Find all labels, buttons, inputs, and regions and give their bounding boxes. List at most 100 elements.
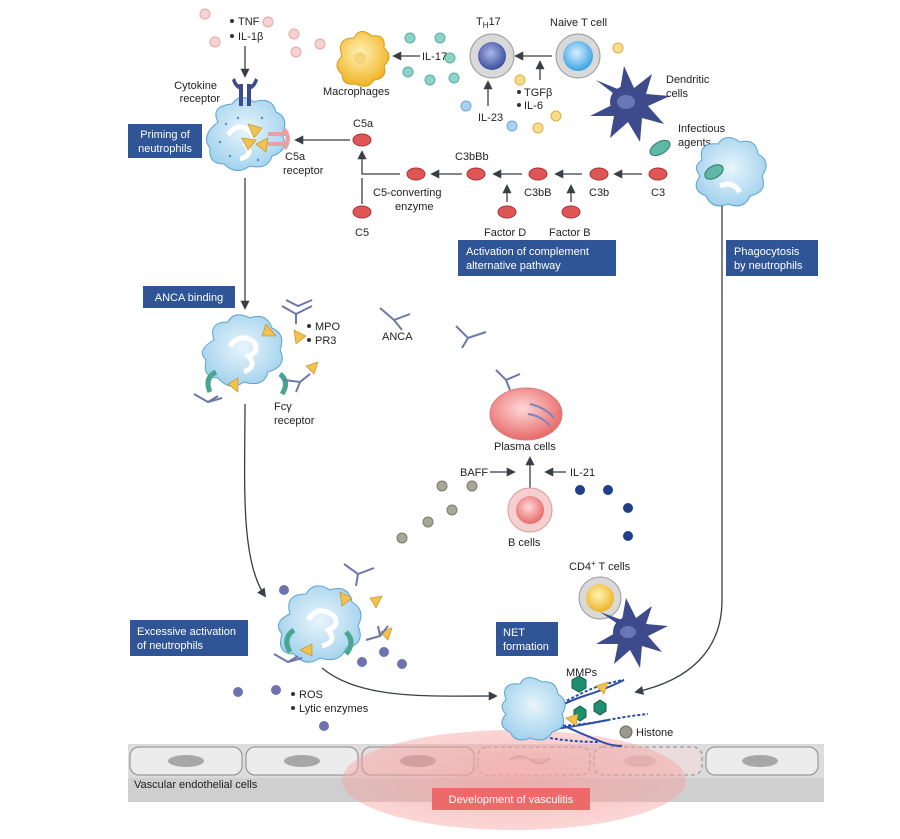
neutrophil-icon [201,314,283,387]
antibody-icon [273,563,389,664]
complement-icon [352,133,372,147]
flow-arrows [240,46,723,701]
complement-icon [561,205,581,219]
cytokine-dots-yellow [514,42,624,134]
macrophages-label: Macrophages [323,86,390,98]
th17-label: TH17 [476,16,501,30]
antigen-icon [241,123,269,153]
plasma-cells-label: Plasma cells [494,441,556,453]
il21-dots [575,485,633,541]
dendritic-cell-icon [590,66,670,142]
b-cell-icon [507,487,553,533]
complement-pathway [352,133,668,219]
mmps-label: MMPs [566,667,598,679]
cytokine-dots-pink [199,8,326,58]
complement-icon [648,167,668,181]
c5-label: C5 [355,227,369,239]
priming-box: Priming of neutrophils [128,124,202,158]
svg-text:NET: NET [503,627,525,639]
il1b-label: IL-1β [238,31,263,43]
il23-label: IL-23 [478,112,503,124]
complement-icon [466,167,486,181]
il21-label: IL-21 [570,467,595,479]
plasma-cell-icon [489,387,563,441]
complement-box: Activation of complement alternative pat… [458,240,616,276]
endothelial-cell-icon [245,746,359,776]
cytokine-dots-blue [460,100,518,132]
macrophage-icon [336,31,390,87]
c3bb-label: C3bB [524,187,552,199]
neutrophil-icon [501,677,566,741]
tnf-label: TNF [238,16,260,28]
svg-text:alternative pathway: alternative pathway [466,260,561,272]
svg-text:formation: formation [503,641,549,653]
neutrophil-icon [695,137,767,207]
naive-t-cell-icon [555,33,601,79]
complement-icon [352,205,372,219]
infectious-agent-icon [649,139,671,157]
dendritic-label: Dendritic cells [666,74,712,100]
excessive-activation-box: Excessive activation of neutrophils [130,620,248,656]
naive-t-cell-label: Naive T cell [550,17,607,29]
cd4-t-cell-icon [578,576,622,620]
phagocytosis-box: Phagocytosis by neutrophils [726,240,818,276]
fcg-receptor-icon [205,369,288,396]
endothelial-cell-icon [705,746,819,776]
c5a-label: C5a [353,118,374,130]
c5-converting-label: C5-converting enzyme [373,187,445,213]
c3bbb-label: C3bBb [455,151,489,163]
anca-label: ANCA [382,331,413,343]
svg-text:Phagocytosis: Phagocytosis [734,246,800,258]
svg-text:Excessive activation: Excessive activation [137,626,236,638]
cytokine-receptor-icon [232,78,258,106]
th17-cell-icon [469,33,515,79]
cytokine-dots-teal [402,32,460,86]
antigen-icon [565,681,609,727]
fcg-receptor-label: Fcγ receptor [274,401,315,427]
endothelial-cell-icon [129,746,243,776]
anca-binding-box: ANCA binding [143,286,235,308]
infectious-label: Infectious agents [678,123,728,149]
pr3-label: PR3 [315,335,336,347]
vasculitis-area [342,730,686,830]
antibody-icon [495,369,521,391]
complement-icon [406,167,426,181]
c3b-label: C3b [589,187,609,199]
c3-label: C3 [651,187,665,199]
dendritic-cell-icon [596,598,668,668]
svg-text:Activation of complement: Activation of complement [466,246,589,258]
histone-label: Histone [636,727,673,739]
antibody-icon [193,299,487,404]
mpo-label: MPO [315,321,341,333]
complement-icon [589,167,609,181]
il6-label: IL-6 [524,100,543,112]
c5a-receptor-label: C5a receptor [283,151,324,177]
factor-b-label: Factor B [549,227,591,239]
complement-icon [528,167,548,181]
ros-label: ROS [299,689,323,701]
svg-text:Development of vasculitis: Development of vasculitis [449,794,574,806]
svg-text:neutrophils: neutrophils [138,143,192,155]
vasculitis-box: Development of vasculitis [432,788,590,810]
baff-dots [396,480,478,544]
antigen-icon [227,323,319,393]
svg-text:Priming of: Priming of [140,129,190,141]
complement-icon [497,205,517,219]
svg-text:of neutrophils: of neutrophils [137,640,204,652]
baff-label: BAFF [460,467,488,479]
histone-icon [619,725,633,739]
c5a-receptor-icon [268,128,290,150]
vascular-endothelial-label: Vascular endothelial cells [134,779,258,791]
factor-d-label: Factor D [484,227,526,239]
ros-dots [233,585,407,731]
svg-text:ANCA binding: ANCA binding [155,292,224,304]
b-cells-label: B cells [508,537,541,549]
tgfb-label: TGFβ [524,87,552,99]
fcg-receptor-icon [284,627,354,656]
net-formation-box: NET formation [496,622,558,656]
il17-label: IL-17 [422,51,447,63]
lytic-enzymes-label: Lytic enzymes [299,703,369,715]
cd4-t-cells-label: CD4+ T cells [569,559,631,573]
neutrophil-icon [277,585,362,663]
